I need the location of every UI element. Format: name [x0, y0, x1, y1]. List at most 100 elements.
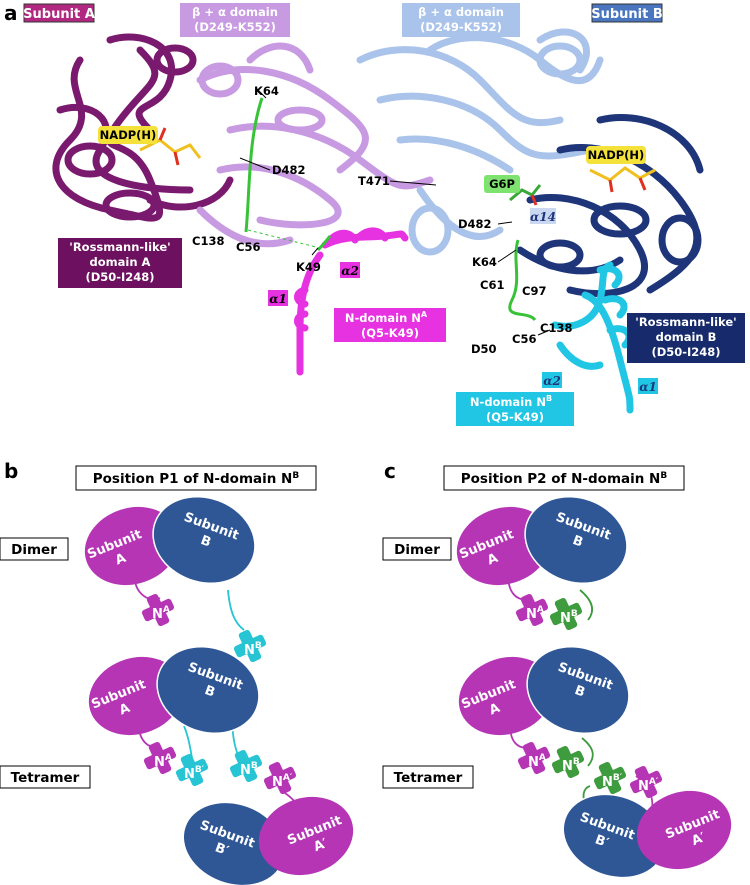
helix-a2-right: α2 [543, 374, 561, 388]
nadp-left-box [98, 126, 158, 144]
c-dimer-n-a-sup: A [537, 605, 544, 615]
n-domain-a-ribbon [294, 227, 409, 376]
residue-t471: T471 [358, 174, 390, 188]
b-tetra-n-a-n: N [154, 755, 165, 770]
ndomain-a-sup: A [421, 310, 428, 319]
helix-a14: α14 [530, 210, 556, 224]
beta-alpha-a-line1: β + α domain [192, 5, 278, 19]
panel-c-dimer-label: Dimer [394, 542, 440, 558]
c-dimer-n-b-label: NB [560, 609, 578, 626]
b-dimer-subunit-b-l2: B [198, 533, 212, 550]
b-dimer-n-b-sup: B [255, 641, 262, 651]
residue-c138-a: C138 [192, 234, 224, 248]
c-tetra-n-ap-sup: A′ [649, 777, 659, 787]
panel-b-title-box [75, 465, 317, 491]
beta-alpha-domain-a-ribbon [196, 42, 434, 248]
b-tetra-n-ap-sup: A′ [283, 773, 293, 783]
panel-b-title: Position P1 of N-domain NB [93, 471, 300, 487]
residue-c97: C97 [522, 284, 546, 298]
residue-c61: C61 [480, 278, 504, 292]
b-tetra-n-a-label: NA [154, 753, 172, 770]
beta-alpha-b-line1: β + α domain [418, 5, 504, 19]
residue-k49: K49 [296, 260, 321, 274]
residue-c56-a: C56 [236, 240, 260, 254]
panel-b-letter: b [4, 459, 18, 483]
residue-k64-a: K64 [254, 84, 279, 98]
beta-alpha-b-line2: (D249-K552) [420, 20, 502, 34]
helix-a1-right: α1 [639, 380, 657, 394]
helix-a1-left-box [268, 290, 288, 306]
c-dimer-linker-b [579, 589, 594, 621]
c-tetra-n-a-label: NA [528, 753, 546, 770]
ndomain-b-sup: B [546, 394, 552, 403]
residue-d50: D50 [471, 342, 497, 356]
residue-k64-b: K64 [472, 255, 497, 269]
c-tetra-n-a-n: N [528, 755, 539, 770]
panel-a-structure: a [4, 1, 745, 426]
panel-b-tetramer-label: Tetramer [11, 770, 80, 786]
beta-alpha-a-line2: (D249-K552) [194, 20, 276, 34]
panel-b-dimer-label: Dimer [11, 542, 57, 558]
c-tetra-subunit-a-prime [636, 790, 732, 870]
panel-b: b Position P1 of N-domain NB Dimer Subun… [0, 459, 354, 885]
subunit-a-header-box [23, 3, 95, 23]
rossmann-a-box [58, 238, 182, 288]
c-dimer-n-b-sup: B [571, 609, 578, 619]
residue-pointers [239, 87, 551, 336]
b-tetra-subunit-bp-l2: B′ [213, 840, 231, 859]
rossmann-domain-a-ribbon [52, 33, 234, 222]
c-tetra-n-ap-n: N [638, 779, 649, 794]
residue-c56-b: C56 [512, 332, 536, 346]
panel-c-letter: c [384, 459, 396, 483]
c-dimer-subunit-b [524, 495, 628, 585]
b-dimer-n-b-label: NB [244, 641, 262, 658]
panel-b-title-text: Position P1 of N-domain N [93, 471, 293, 487]
panel-c: c Position P2 of N-domain NB Dimer Subun… [382, 459, 732, 879]
ndomain-a-line2: (Q5-K49) [361, 326, 419, 340]
panel-b-title-sup: B [292, 471, 299, 481]
ndomain-a-text: N-domain N [345, 311, 421, 325]
rossmann-b-box [627, 313, 745, 363]
b-tetra-n-a-prime-label: NA′ [272, 773, 293, 790]
c-tetra-n-a-sup: A [539, 753, 546, 763]
subunit-b-header-box [591, 3, 663, 23]
b-dimer-n-a-n: N [152, 607, 163, 622]
ndomain-b-box [456, 392, 574, 426]
helix-a1-right-box [638, 378, 658, 394]
residue-d482-b: D482 [458, 217, 492, 231]
b-tetra-n-b-n: N [240, 763, 251, 778]
rossmann-a-line3: (D50-I248) [85, 270, 154, 284]
helix-a2-left: α2 [341, 264, 359, 278]
c-tetra-subunit-bp-l2: B′ [593, 832, 611, 851]
rossmann-b-line3: (D50-I248) [651, 345, 720, 359]
g6p-box [484, 175, 520, 193]
ndomain-b-text: N-domain N [470, 395, 546, 409]
c-tetra-subunit-b [526, 645, 630, 735]
helix-a1-left: α1 [269, 292, 287, 306]
ndomain-b-line1: N-domain NB [470, 394, 552, 409]
ndomain-a-box [334, 308, 446, 342]
g6p-label: G6P [489, 177, 515, 191]
panel-b-tetramer-box [0, 765, 91, 789]
nadp-right-label: NADP(H) [588, 148, 645, 162]
panel-c-dimer-box [382, 537, 452, 561]
n-domain-b-ribbon [551, 261, 634, 414]
helix-a14-box [530, 208, 556, 224]
panel-c-title-box [443, 465, 685, 491]
rossmann-a-line1: 'Rossmann-like' [69, 240, 170, 254]
b-tetra-subunit-b [156, 645, 260, 735]
residue-c138-b: C138 [540, 321, 572, 335]
panel-c-title-sup: B [660, 471, 667, 481]
rossmann-a-line2: domain A [90, 255, 151, 269]
b-tetra-subunit-ap-l2: A′ [312, 836, 331, 855]
b-dimer-subunit-b [152, 495, 256, 585]
c-tetra-n-b-sup: B [573, 757, 580, 767]
beta-alpha-b-box [402, 3, 520, 37]
c-tetra-subunit-ap-l2: A′ [690, 830, 709, 849]
subunit-b-header: Subunit B [591, 7, 663, 22]
c-dimer-n-a-n: N [526, 607, 537, 622]
ndomain-a-line1: N-domain NA [345, 310, 428, 325]
b-tetra-n-bp-n: N [184, 767, 195, 782]
nadp-left-label: NADP(H) [100, 128, 157, 142]
